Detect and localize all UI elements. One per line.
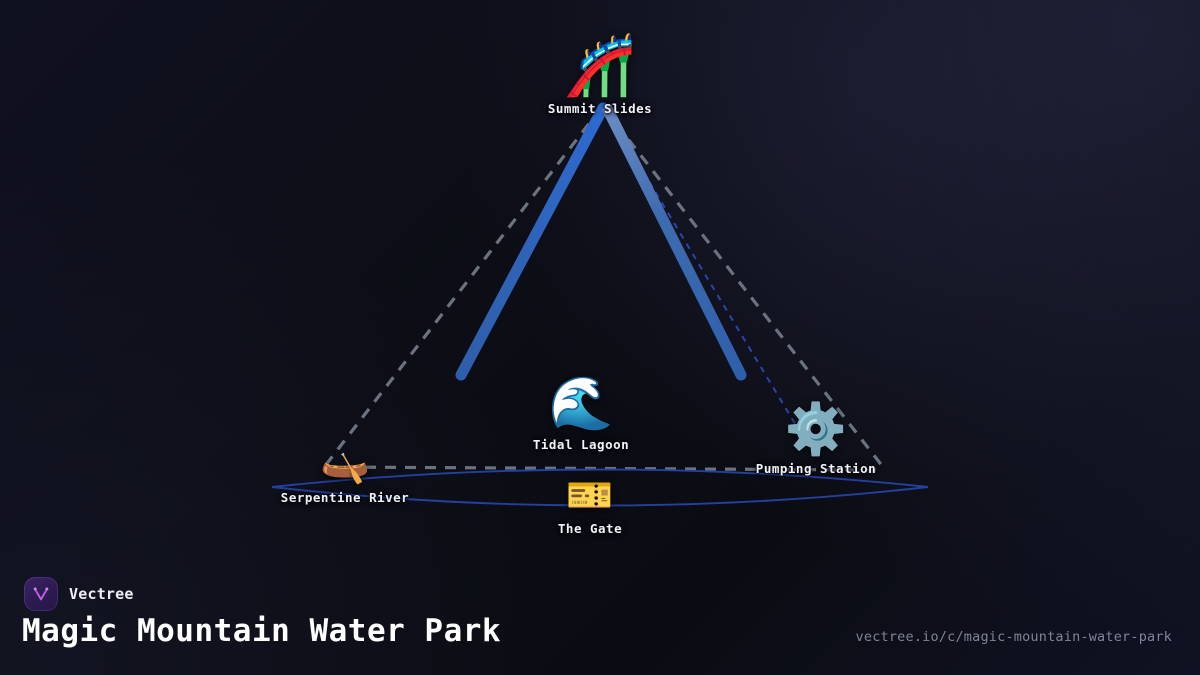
edge-summit-pumping-thick	[601, 102, 747, 381]
graph-node-summit-slides[interactable]: 🎢 Summit Slides	[548, 36, 652, 116]
edge-river-pumping-curve-top	[271, 468, 929, 488]
ticket-icon: 🎫	[566, 473, 614, 517]
wave-icon: 🌊	[548, 374, 614, 434]
edge-river-pumping-curve-bottom	[271, 486, 929, 507]
canoe-icon: 🛶	[320, 440, 370, 486]
edge-summit-river-thick	[455, 102, 609, 381]
graph-node-pumping-station[interactable]: ⚙️ Pumping Station	[756, 404, 876, 476]
graph-node-the-gate[interactable]: 🎫 The Gate	[558, 476, 622, 536]
graph-node-label: The Gate	[557, 521, 623, 536]
graph-node-serpentine-river[interactable]: 🛶 Serpentine River	[281, 443, 409, 505]
footer: Vectree Magic Mountain Water Park vectre…	[0, 563, 1200, 675]
graph-node-label: Tidal Lagoon	[532, 437, 630, 452]
graph-node-tidal-lagoon[interactable]: 🌊 Tidal Lagoon	[533, 378, 629, 452]
edge-summit-river-dashed	[323, 107, 603, 467]
gear-icon: ⚙️	[784, 400, 848, 458]
graph-node-label: Pumping Station	[755, 461, 877, 476]
edge-summit-pumping-dashed	[602, 107, 885, 468]
brand[interactable]: Vectree	[24, 577, 134, 611]
roller-coaster-icon: 🎢	[563, 31, 637, 99]
graph-node-label: Summit Slides	[547, 101, 653, 116]
vectree-logo-icon	[24, 577, 58, 611]
footer-url: vectree.io/c/magic-mountain-water-park	[855, 629, 1172, 645]
brand-name: Vectree	[69, 585, 134, 603]
page-title: Magic Mountain Water Park	[22, 613, 502, 649]
edge-river-pumping-dashed	[324, 465, 884, 472]
graph-node-label: Serpentine River	[280, 490, 410, 505]
edge-dashed-triangle	[323, 107, 885, 472]
